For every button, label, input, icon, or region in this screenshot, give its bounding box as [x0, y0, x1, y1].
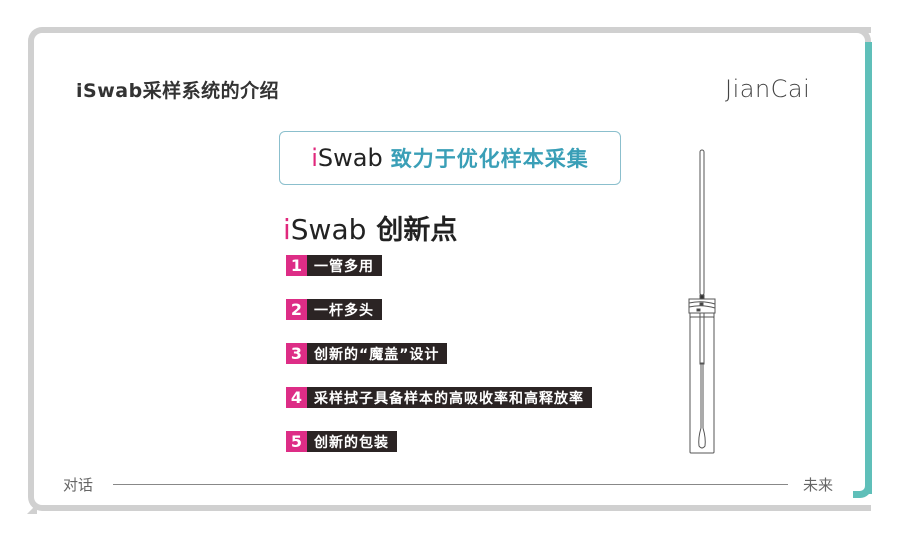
footer-right-text: 未来	[803, 476, 834, 494]
brand-rest: Swab	[317, 144, 383, 172]
feature-item-1: 1 一管多用	[286, 255, 382, 276]
tagline-box: iSwab 致力于优化样本采集	[279, 131, 621, 185]
tagline-text: 致力于优化样本采集	[390, 147, 589, 171]
heading-text: 创新点	[376, 215, 458, 246]
item-number: 3	[286, 343, 307, 364]
brand-rest: Swab	[290, 213, 367, 246]
brand-i: i	[283, 213, 291, 246]
item-number: 4	[286, 387, 307, 408]
section-heading: iSwab 创新点	[283, 208, 457, 247]
item-number: 5	[286, 431, 307, 452]
item-number: 1	[286, 255, 307, 276]
slide-frame-corner	[840, 27, 871, 47]
feature-item-2: 2 一杆多头	[286, 299, 382, 320]
speech-tail	[27, 504, 37, 514]
feature-item-3: 3 创新的“魔盖”设计	[286, 343, 448, 364]
slide-frame	[28, 27, 871, 511]
tagline-brand: iSwab	[311, 144, 382, 172]
swab-tube-icon	[688, 149, 716, 454]
item-label: 创新的“魔盖”设计	[307, 343, 448, 364]
heading-brand: iSwab	[283, 213, 366, 246]
item-label: 创新的包装	[307, 431, 397, 452]
footer-left-text: 对话	[63, 476, 94, 494]
item-number: 2	[286, 299, 307, 320]
feature-item-5: 5 创新的包装	[286, 431, 397, 452]
accent-edge	[865, 42, 872, 494]
feature-item-4: 4 采样拭子具备样本的高吸收率和高释放率	[286, 387, 592, 408]
item-label: 采样拭子具备样本的高吸收率和高释放率	[307, 387, 592, 408]
brand-logo: JianCai	[725, 75, 811, 103]
item-label: 一杆多头	[307, 299, 382, 320]
accent-edge-corner	[853, 470, 872, 498]
footer-divider	[113, 484, 788, 485]
page-title: iSwab采样系统的介绍	[76, 80, 280, 102]
brand-i: i	[311, 144, 318, 172]
item-label: 一管多用	[307, 255, 382, 276]
